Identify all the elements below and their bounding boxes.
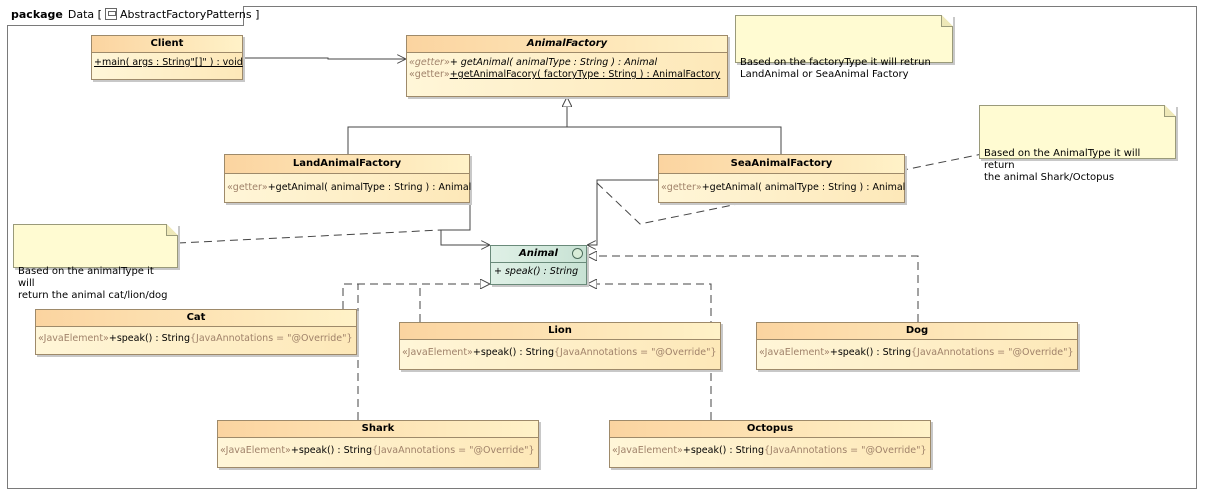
- stereotype: «JavaElement»: [38, 333, 109, 344]
- diagram-name: AbstractFactoryPatterns: [119, 8, 252, 21]
- class-name: Shark: [218, 421, 538, 438]
- octopus-realization: [587, 284, 712, 420]
- sea-generalization: [567, 126, 782, 154]
- interface-name: Animal: [519, 248, 558, 259]
- tagged-value: {JavaAnnotations = "@Override"}: [763, 445, 927, 456]
- speak-op: +speak() : String: [108, 333, 190, 344]
- class-name: Cat: [36, 310, 356, 327]
- get-animal-op: +getAnimal( animalType : String ) : Anim…: [701, 182, 906, 193]
- speak-op: +speak() : String: [682, 445, 764, 456]
- note-text: Based on the factoryType it will retrun …: [740, 57, 931, 80]
- speak-op: +speak() : String: [829, 347, 911, 358]
- class-name: Client: [92, 36, 242, 53]
- land-generalization: [347, 126, 567, 154]
- land-note-anchor: [177, 229, 442, 244]
- note-fold-icon: [1164, 105, 1176, 117]
- factory-type-note[interactable]: Based on the factoryType it will retrun …: [735, 15, 953, 80]
- note-text: Based on the animalType it will return t…: [18, 266, 168, 301]
- stereotype: «getter»: [227, 182, 268, 193]
- class-name: Lion: [400, 323, 720, 340]
- sea-animal-factory-class[interactable]: SeaAnimalFactory «getter»+getAnimal( ani…: [658, 154, 905, 203]
- get-animal-factory-op: +getAnimalFacory( factoryType : String )…: [449, 69, 721, 80]
- cat-realization: [342, 284, 490, 309]
- get-animal-op: +getAnimal( animalType : String ) : Anim…: [267, 182, 472, 193]
- package-frame: [7, 6, 1197, 489]
- note-fold-icon: [166, 224, 178, 236]
- client-main-op: +main( args : String"[]" ) : void: [94, 57, 243, 68]
- class-name: AnimalFactory: [407, 36, 727, 53]
- get-animal-op: + getAnimal( animalType : String ) : Ani…: [449, 57, 658, 68]
- tagged-value: {JavaAnnotations = "@Override"}: [189, 333, 353, 344]
- stereotype: «getter»: [409, 69, 450, 80]
- stereotype: «getter»: [661, 182, 702, 193]
- stereotype: «getter»: [409, 57, 450, 68]
- dog-realization: [587, 256, 919, 322]
- client-class[interactable]: Client +main( args : String"[]" ) : void: [91, 35, 243, 80]
- sea-to-animal: [587, 179, 658, 245]
- package-keyword: package: [11, 8, 63, 21]
- class-name: Dog: [757, 323, 1077, 340]
- tagged-value: {JavaAnnotations = "@Override"}: [371, 445, 535, 456]
- interface-icon: [572, 248, 583, 259]
- lion-class[interactable]: Lion «JavaElement»+speak() : String{Java…: [399, 322, 721, 370]
- tagged-value: {JavaAnnotations = "@Override"}: [910, 347, 1074, 358]
- class-name: LandAnimalFactory: [225, 155, 469, 174]
- cat-class[interactable]: Cat «JavaElement»+speak() : String{JavaA…: [35, 309, 357, 355]
- note-fold-icon: [941, 15, 953, 27]
- octopus-class[interactable]: Octopus «JavaElement»+speak() : String{J…: [609, 420, 931, 468]
- stereotype: «JavaElement»: [759, 347, 830, 358]
- class-name: SeaAnimalFactory: [659, 155, 904, 174]
- speak-op: +speak() : String: [472, 347, 554, 358]
- speak-op: + speak() : String: [494, 266, 579, 277]
- sea-animal-note[interactable]: Based on the AnimalType it will return t…: [979, 105, 1176, 183]
- client-association: [243, 58, 406, 59]
- animal-factory-class[interactable]: AnimalFactory «getter»+ getAnimal( anima…: [406, 35, 728, 97]
- shark-class[interactable]: Shark «JavaElement»+speak() : String{Jav…: [217, 420, 539, 468]
- speak-op: +speak() : String: [290, 445, 372, 456]
- land-animal-note[interactable]: Based on the animalType it will return t…: [13, 224, 178, 301]
- class-name: Octopus: [610, 421, 930, 438]
- stereotype: «JavaElement»: [220, 445, 291, 456]
- stereotype: «JavaElement»: [402, 347, 473, 358]
- diagram-icon: [104, 8, 117, 20]
- tagged-value: {JavaAnnotations = "@Override"}: [553, 347, 717, 358]
- animal-interface[interactable]: Animal + speak() : String: [490, 245, 587, 285]
- package-name: Data: [67, 8, 95, 21]
- note-text: Based on the AnimalType it will return t…: [984, 148, 1141, 183]
- stereotype: «JavaElement»: [612, 445, 683, 456]
- land-animal-factory-class[interactable]: LandAnimalFactory «getter»+getAnimal( an…: [224, 154, 472, 203]
- dog-class[interactable]: Dog «JavaElement»+speak() : String{JavaA…: [756, 322, 1078, 370]
- land-to-animal: [440, 203, 490, 245]
